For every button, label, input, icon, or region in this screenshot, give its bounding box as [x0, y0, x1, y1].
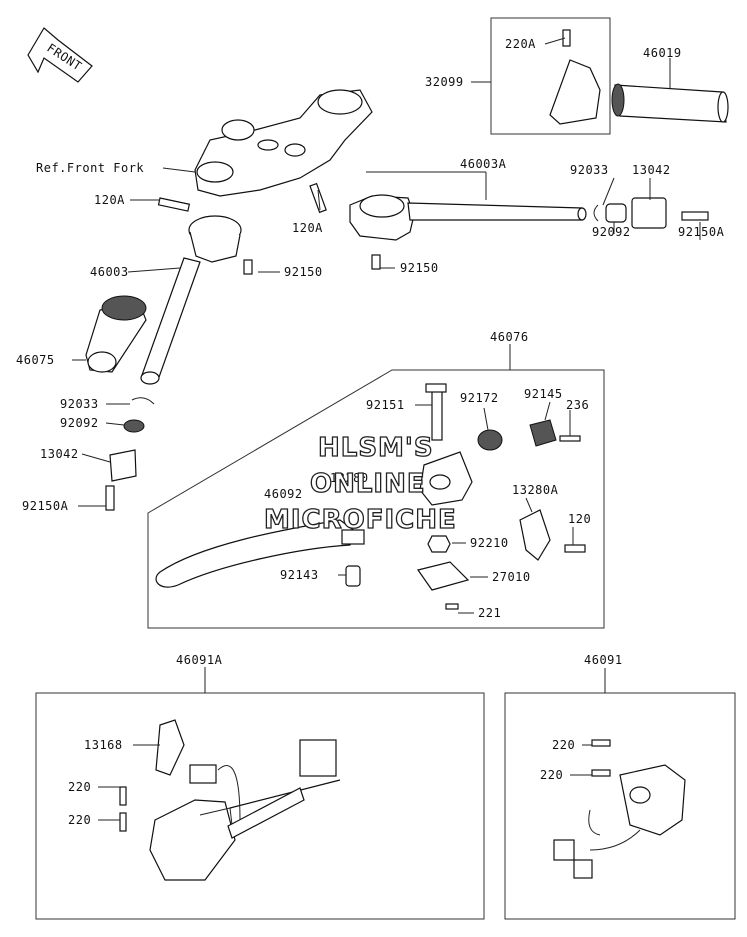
throttle-tube: [549, 29, 601, 125]
label-92145: 92145: [524, 387, 563, 401]
label-220-a: 220: [68, 780, 91, 794]
label-220-d: 220: [540, 768, 563, 782]
left-switch-assembly: [119, 719, 341, 881]
label-92150A-top: 92150A: [678, 225, 725, 239]
lever-assembly-box: [147, 369, 605, 629]
label-13280A: 13280A: [512, 483, 559, 497]
label-13042-top: 13042: [632, 163, 671, 177]
label-92150-mid: 92150: [400, 261, 439, 275]
right-grip: [611, 83, 729, 123]
label-46091A: 46091A: [176, 653, 223, 667]
label-92033-top: 92033: [570, 163, 609, 177]
label-27010: 27010: [492, 570, 531, 584]
label-92172: 92172: [460, 391, 499, 405]
label-46003A: 46003A: [460, 157, 507, 171]
label-92092-left: 92092: [60, 416, 99, 430]
label-221: 221: [478, 606, 501, 620]
left-switch-box: [35, 692, 485, 920]
label-13280: 13280: [330, 471, 369, 485]
front-arrow-icon: FRONT: [27, 27, 93, 83]
label-220-c: 220: [552, 738, 575, 752]
right-switch-assembly: [553, 739, 686, 879]
watermark-line2: ONLINE: [310, 469, 426, 499]
right-switch-box: [504, 692, 736, 920]
leader-lines: [72, 37, 701, 821]
label-120A-left: 120A: [94, 193, 125, 207]
label-13168: 13168: [84, 738, 123, 752]
label-13042-left: 13042: [40, 447, 79, 461]
label-92210: 92210: [470, 536, 509, 550]
left-handlebar: [140, 215, 242, 385]
part-number-labels: 220A 32099 46019 46003A 92033 13042 Ref.…: [16, 37, 725, 827]
label-120A-mid: 120A: [292, 221, 323, 235]
label-92092-top: 92092: [592, 225, 631, 239]
triple-clamp: [194, 89, 373, 197]
watermark: HLSM'S ONLINE MICROFICHE: [263, 432, 457, 535]
label-32099: 32099: [425, 75, 464, 89]
ref-front-fork-label: Ref.Front Fork: [36, 161, 144, 175]
label-46091: 46091: [584, 653, 623, 667]
label-92033-left: 92033: [60, 397, 99, 411]
label-46003: 46003: [90, 265, 129, 279]
label-46075: 46075: [16, 353, 55, 367]
label-46092: 46092: [264, 487, 303, 501]
left-grip: [85, 295, 147, 373]
label-92151: 92151: [366, 398, 405, 412]
label-236: 236: [566, 398, 589, 412]
label-220-b: 220: [68, 813, 91, 827]
label-120: 120: [568, 512, 591, 526]
right-handlebar: [349, 194, 587, 241]
label-92143: 92143: [280, 568, 319, 582]
lever-assembly: [155, 383, 586, 610]
watermark-line1: HLSM'S: [318, 433, 434, 463]
label-220A: 220A: [505, 37, 536, 51]
left-bar-end-parts: [105, 397, 155, 511]
label-92150A-left: 92150A: [22, 499, 69, 513]
label-46076: 46076: [490, 330, 529, 344]
clamp-bolts: [157, 182, 381, 275]
watermark-line3: MICROFICHE: [264, 505, 457, 535]
label-92150-left: 92150: [284, 265, 323, 279]
label-46019: 46019: [643, 46, 682, 60]
right-bar-end-parts: [593, 197, 709, 229]
throttle-grip-box: [490, 17, 611, 135]
